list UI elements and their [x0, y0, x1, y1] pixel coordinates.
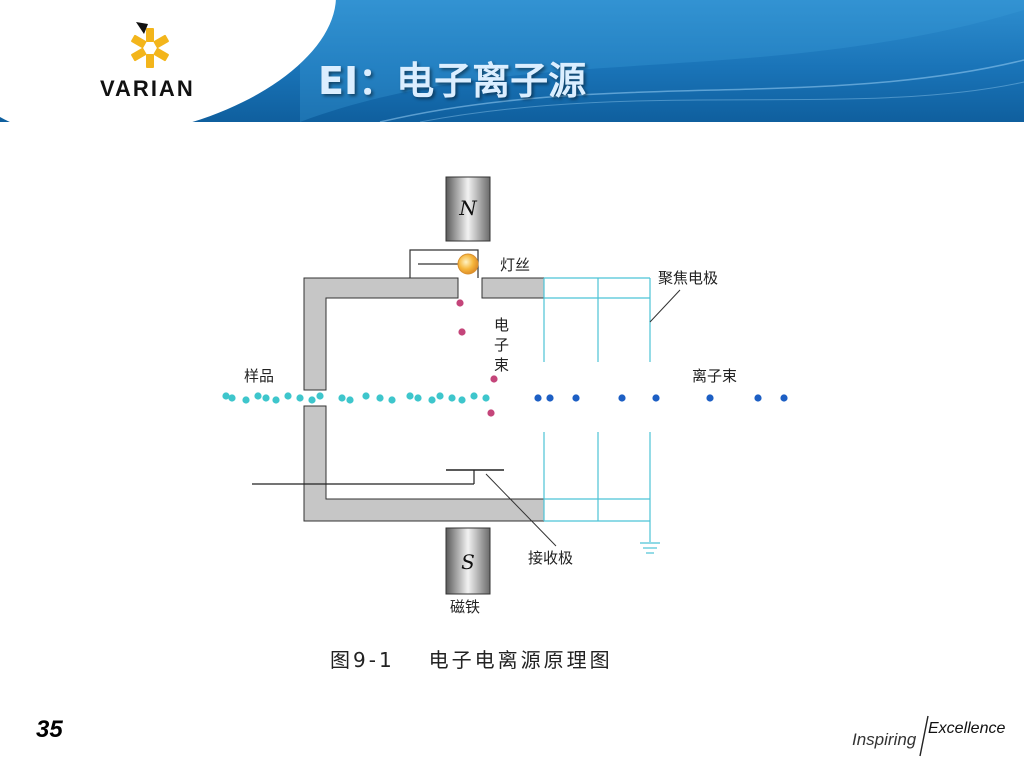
header-wave-decoration [300, 0, 1024, 122]
tagline-excellence: Excellence [928, 720, 1006, 737]
ion-particle [652, 394, 660, 402]
electron-particle [490, 375, 498, 383]
sample-beam-particles [222, 392, 490, 404]
electron-particle [458, 328, 466, 336]
filament-label: 灯丝 [500, 256, 530, 274]
tagline: Inspiring Excellence [852, 712, 1012, 762]
sample-particle [428, 396, 436, 404]
sample-particle [414, 394, 422, 402]
ground-icon [640, 542, 660, 554]
sample-particle [346, 396, 354, 404]
figure-title: 电子电离源原理图 [428, 648, 613, 672]
south-magnet [445, 527, 491, 595]
tagline-slash-icon [919, 715, 929, 757]
varian-logo-icon [131, 22, 169, 68]
sample-particle [388, 396, 396, 404]
sample-particle [406, 392, 414, 400]
magnet-label: 磁铁 [450, 598, 480, 616]
sample-particle [242, 396, 250, 404]
focus-electrode-leader [649, 289, 681, 323]
sample-particle [316, 392, 324, 400]
sample-particle [296, 394, 304, 402]
collector-leader [485, 473, 557, 547]
ion-particle [618, 394, 626, 402]
sample-particle [254, 392, 262, 400]
tagline-inspiring: Inspiring [852, 730, 917, 749]
focus-electrode [543, 277, 651, 542]
sample-particle [436, 392, 444, 400]
sample-particle [228, 394, 236, 402]
sample-particle [448, 394, 456, 402]
ion-particle [534, 394, 542, 402]
sample-particle [272, 396, 280, 404]
electron-beam-particles [456, 299, 498, 417]
filament-icon [457, 253, 479, 275]
south-pole-label: S [461, 550, 475, 574]
ion-particle [754, 394, 762, 402]
figure-caption: 图9-1 电子电离源原理图 [330, 644, 613, 673]
ion-beam-label: 离子束 [692, 367, 737, 385]
ion-particle [780, 394, 788, 402]
sample-particle [362, 392, 370, 400]
north-magnet [445, 176, 491, 242]
page-number: 35 [36, 716, 63, 743]
ion-particle [706, 394, 714, 402]
electron-beam-label-1: 电 [494, 316, 509, 334]
sample-particle [458, 396, 466, 404]
collector-label: 接收极 [528, 549, 573, 567]
electron-particle [487, 409, 495, 417]
sample-particle [482, 394, 490, 402]
sample-particle [338, 394, 346, 402]
electron-beam-label-2: 子 [494, 336, 509, 354]
slide-header: VARIAN EI：电子离子源 [0, 0, 1024, 122]
sample-particle [470, 392, 478, 400]
electron-beam-label-3: 束 [494, 356, 509, 374]
north-pole-label: N [458, 196, 478, 220]
sample-label: 样品 [244, 367, 274, 385]
sample-particle [262, 394, 270, 402]
sample-particle [222, 392, 230, 400]
ion-beam-particles [534, 394, 788, 402]
ion-particle [546, 394, 554, 402]
slide-title: EI：电子离子源 [318, 59, 587, 103]
sample-particle [308, 396, 316, 404]
ion-particle [572, 394, 580, 402]
sample-particle [284, 392, 292, 400]
focus-electrode-label: 聚焦电极 [658, 269, 718, 287]
brand-name: VARIAN [100, 76, 195, 101]
sample-particle [376, 394, 384, 402]
electron-particle [456, 299, 464, 307]
figure-number: 图9-1 [330, 648, 395, 672]
